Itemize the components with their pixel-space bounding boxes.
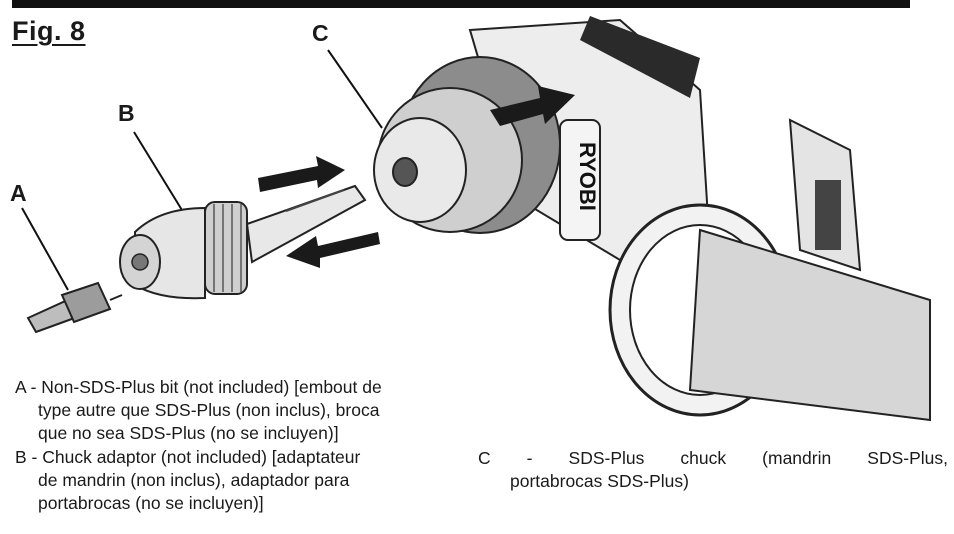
- caption-a: A - Non-SDS-Plus bit (not included) [emb…: [15, 376, 382, 445]
- callout-label-b: B: [118, 100, 135, 126]
- callout-label-c: C: [312, 20, 329, 46]
- leader-line-b: [133, 131, 186, 216]
- leader-line-a: [21, 207, 69, 291]
- figure-title: Fig. 8: [12, 16, 86, 46]
- caption-a-line-2: type autre que SDS-Plus (non inclus), br…: [38, 400, 380, 420]
- caption-b-prefix: B -: [15, 447, 43, 467]
- non-sds-bit-drawing: [26, 281, 123, 334]
- caption-c-dash: -: [526, 448, 533, 468]
- top-rule: [12, 0, 910, 8]
- caption-c-word-1: SDS-Plus: [568, 448, 645, 468]
- caption-c-line-2: portabrocas SDS-Plus): [510, 471, 689, 491]
- caption-c-word-3: (mandrin: [762, 448, 832, 468]
- side-handle-drawing: [608, 118, 931, 422]
- caption-a-line-3: que no sea SDS-Plus (no se incluyen)]: [38, 423, 339, 443]
- tool-brand-text: RYOBI: [575, 142, 600, 211]
- caption-a-prefix: A -: [15, 377, 42, 397]
- caption-c: C - SDS-Plus chuck (mandrin SDS-Plus, po…: [478, 447, 948, 493]
- caption-b-line-3: portabrocas (no se incluyen)]: [38, 493, 264, 513]
- leader-line-c: [327, 49, 383, 129]
- caption-a-line-1: Non-SDS-Plus bit (not included) [embout …: [41, 377, 382, 397]
- caption-c-word-4: SDS-Plus,: [867, 448, 948, 468]
- caption-c-word-2: chuck: [680, 448, 727, 468]
- caption-c-prefix: C: [478, 448, 491, 468]
- remove-arrow: [286, 232, 380, 268]
- sds-plus-chuck-drawing: RYOBI: [373, 16, 712, 262]
- caption-b-line-1: Chuck adaptor (not included) [adaptateur: [42, 447, 361, 467]
- rotate-arrow: [490, 86, 575, 126]
- caption-b: B - Chuck adaptor (not included) [adapta…: [15, 446, 360, 515]
- caption-b-line-2: de mandrin (non inclus), adaptador para: [38, 470, 350, 490]
- chuck-adaptor-drawing: [119, 184, 367, 300]
- callout-label-a: A: [10, 180, 27, 206]
- insert-arrow: [258, 156, 345, 192]
